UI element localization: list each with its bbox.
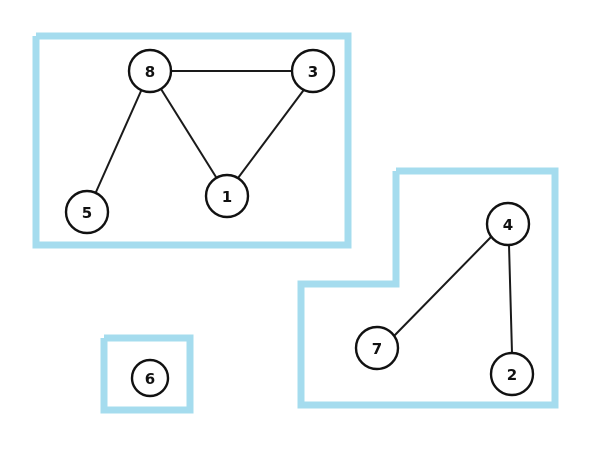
graph-node-6[interactable]: 6 [130, 358, 170, 398]
node-label-2: 2 [507, 366, 517, 384]
node-circle-7[interactable] [354, 325, 400, 371]
node-circle-4[interactable] [485, 201, 531, 247]
node-circle-5[interactable] [64, 189, 110, 235]
graph-edge-8-5 [95, 90, 142, 193]
cluster-region-right [297, 167, 559, 409]
node-circle-3[interactable] [290, 48, 336, 94]
node-circle-1[interactable] [204, 173, 250, 219]
node-circle-6[interactable] [130, 358, 170, 398]
node-label-5: 5 [82, 204, 92, 222]
node-label-6: 6 [145, 370, 155, 388]
graph-edge-4-2 [508, 244, 513, 354]
graph-node-2[interactable]: 2 [489, 351, 535, 397]
graph-edge-1-3 [237, 90, 304, 179]
cluster-region-bottom-left [100, 334, 194, 414]
node-circle-2[interactable] [489, 351, 535, 397]
graph-node-3[interactable]: 3 [290, 48, 336, 94]
graph-node-7[interactable]: 7 [354, 325, 400, 371]
graph-node-4[interactable]: 4 [485, 201, 531, 247]
node-label-8: 8 [145, 63, 155, 81]
edges-layer [95, 70, 513, 354]
node-label-4: 4 [503, 216, 513, 234]
nodes-layer: 8 3 5 1 4 7 2 6 [64, 48, 535, 398]
graph-edge-8-1 [160, 88, 217, 178]
graph-node-8[interactable]: 8 [127, 48, 173, 94]
graph-node-1[interactable]: 1 [204, 173, 250, 219]
cluster-region-top-left [32, 32, 352, 249]
node-circle-8[interactable] [127, 48, 173, 94]
graph-node-5[interactable]: 5 [64, 189, 110, 235]
node-label-7: 7 [372, 340, 382, 358]
node-label-1: 1 [222, 188, 232, 206]
cluster-regions-layer [32, 32, 559, 414]
node-label-3: 3 [308, 63, 318, 81]
graph-edge-4-7 [393, 236, 492, 337]
